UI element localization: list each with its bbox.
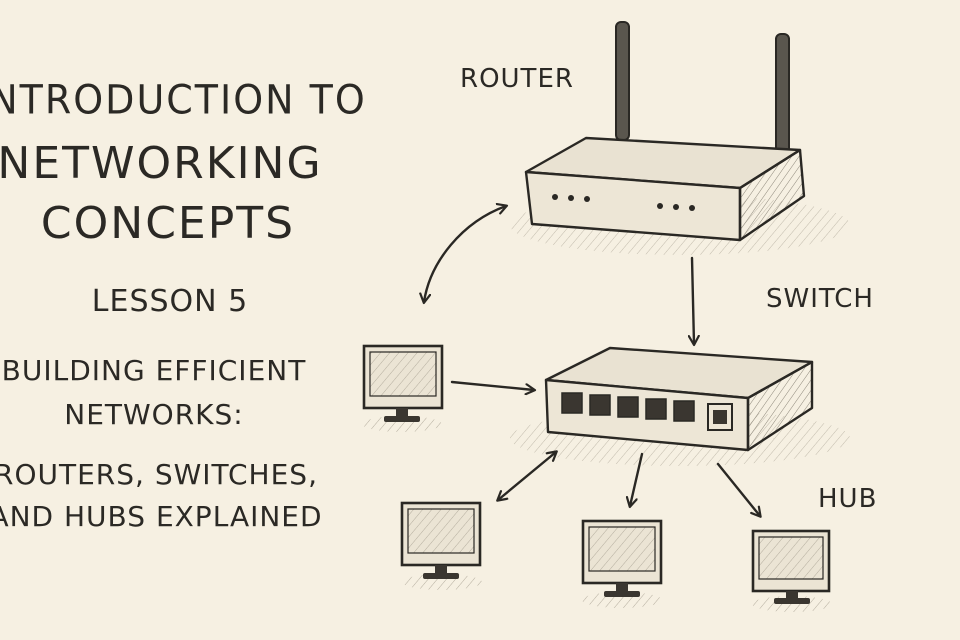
switch-label: SWITCH <box>766 284 874 314</box>
arrow-router-computer <box>424 206 506 302</box>
title-line-3: CONCEPTS <box>40 198 296 249</box>
subtitle-line-1: BUILDING EFFICIENT <box>1 354 307 387</box>
subtitle-line-3: ROUTERS, SWITCHES, <box>0 458 318 491</box>
computer-icon-bottom-right <box>751 529 832 612</box>
subtitle-line-2: NETWORKS: <box>64 398 244 431</box>
switch-icon <box>510 346 850 466</box>
lesson-title-block: NTRODUCTION TO NETWORKING CONCEPTS LESSO… <box>0 0 380 640</box>
hub-label: HUB <box>818 484 878 514</box>
arrow-computer-switch <box>450 380 534 390</box>
router-icon <box>510 21 850 255</box>
computer-icon-left <box>362 344 444 432</box>
arrow-switch-computer-middle <box>630 452 644 506</box>
subtitle-line-4: AND HUBS EXPLAINED <box>0 500 323 533</box>
title-line-2: NETWORKING <box>0 138 323 189</box>
title-line-1: NTRODUCTION TO <box>0 76 367 124</box>
lesson-number: LESSON 5 <box>91 284 249 319</box>
arrow-switch-computer-left <box>498 452 556 500</box>
router-label: ROUTER <box>460 64 574 94</box>
arrow-switch-hub <box>716 462 760 516</box>
computer-icon-bottom-left <box>400 501 482 590</box>
computer-icon-bottom-middle <box>581 519 663 608</box>
arrow-router-switch <box>692 256 694 344</box>
